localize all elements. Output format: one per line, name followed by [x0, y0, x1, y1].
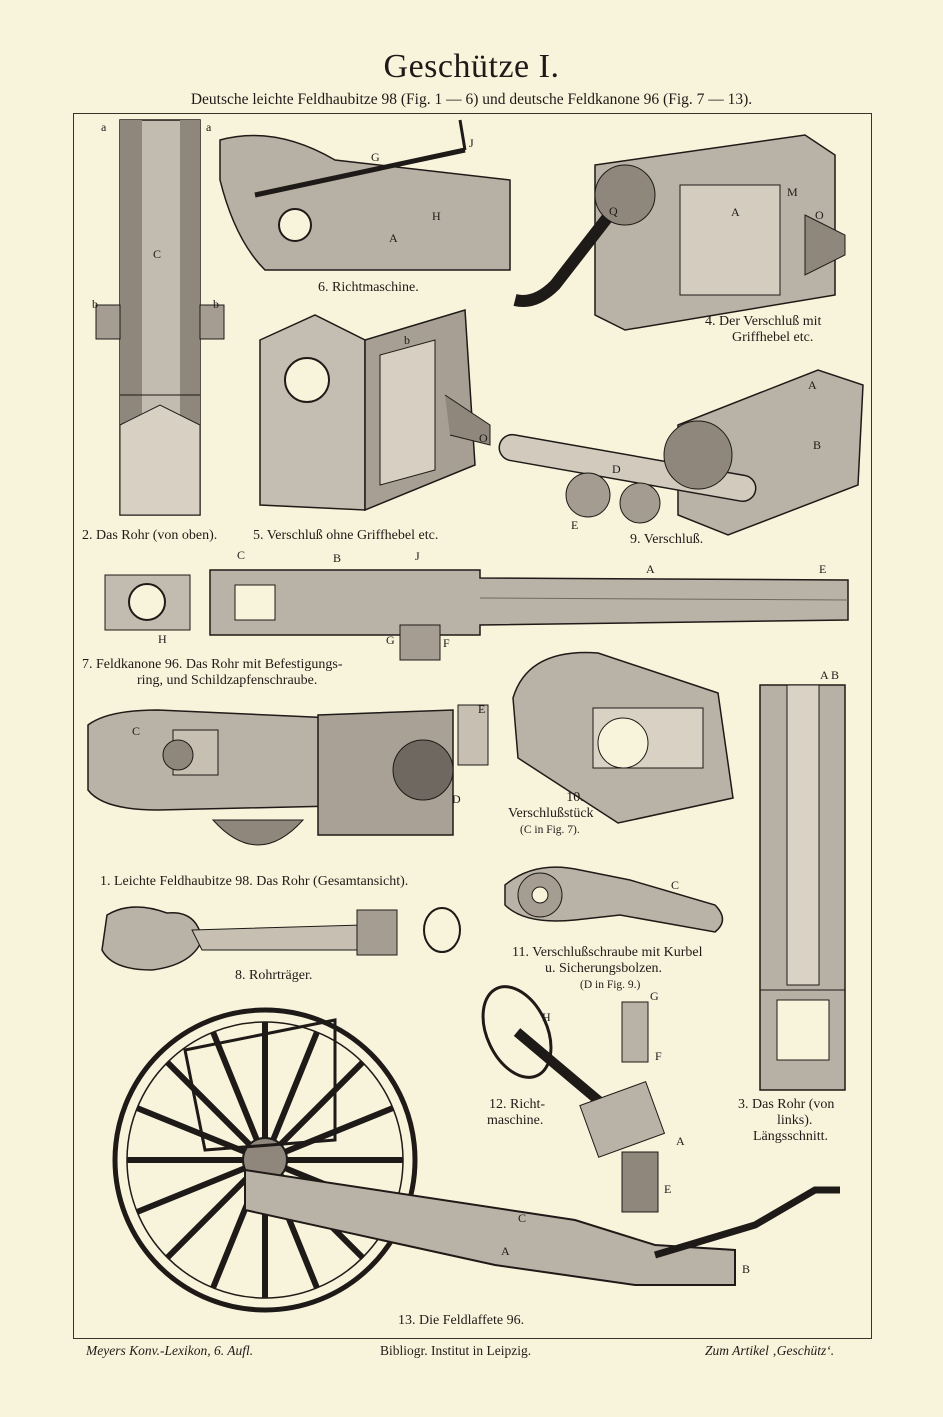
- figure-11-caption-line2: u. Sicherungsbolzen.: [545, 961, 663, 976]
- figure-2-barrel-top-view: [90, 115, 235, 525]
- part-label: b: [92, 297, 98, 311]
- footer-publication: Meyers Konv.-Lexikon, 6. Aufl.: [86, 1343, 254, 1358]
- field-carriage-illustration: [112, 1007, 840, 1313]
- figure-8-barrel-carrier: [92, 895, 472, 980]
- part-label: A: [731, 205, 740, 219]
- part-label: E: [819, 562, 827, 576]
- part-label: B: [333, 551, 342, 565]
- elevating-gear-illustration: [219, 119, 511, 271]
- figure-12-caption-line2: maschine.: [487, 1113, 544, 1128]
- part-label: F: [655, 1049, 662, 1063]
- part-label: D: [452, 792, 461, 806]
- part-label: O: [479, 431, 488, 445]
- part-label: C: [518, 1211, 527, 1225]
- part-label: M: [787, 185, 798, 199]
- breech-illustration: [498, 369, 864, 536]
- figure-3-caption-line3: Längsschnitt.: [753, 1129, 829, 1144]
- figure-11-caption-line3: (D in Fig. 9.): [580, 979, 641, 991]
- part-label: b: [404, 333, 410, 347]
- figure-10-caption-line2: Verschlußstück: [508, 806, 594, 821]
- part-label: C: [153, 247, 162, 261]
- part-label: J: [469, 136, 474, 150]
- part-label: J: [415, 549, 420, 563]
- figure-4-caption-line1: 4. Der Verschluß mit: [705, 314, 822, 329]
- gun-barrel-illustration: [104, 569, 849, 661]
- part-label: H: [432, 209, 441, 223]
- figure-1-howitzer-barrel: [78, 695, 508, 870]
- part-label: B: [831, 668, 840, 682]
- figure-7-caption-line1: 7. Feldkanone 96. Das Rohr mit Befestigu…: [82, 657, 343, 672]
- part-label: a: [206, 120, 212, 134]
- part-label: A: [501, 1244, 510, 1258]
- breech-without-lever-illustration: [259, 309, 491, 512]
- part-label: b: [213, 297, 219, 311]
- figure-6-caption: 6. Richtmaschine.: [318, 280, 419, 295]
- part-label: G: [371, 150, 380, 164]
- plate-subtitle: Deutsche leichte Feldhaubitze 98 (Fig. 1…: [190, 91, 753, 108]
- part-label: E: [571, 518, 579, 532]
- part-label: E: [478, 702, 486, 716]
- figure-9-breech: [498, 365, 864, 536]
- part-label: O: [815, 208, 824, 222]
- figure-1-caption: 1. Leichte Feldhaubitze 98. Das Rohr (Ge…: [100, 874, 409, 889]
- part-label: B: [813, 438, 822, 452]
- part-label: a: [101, 120, 107, 134]
- part-label: A: [676, 1134, 685, 1148]
- figure-13-caption: 13. Die Feldlaffete 96.: [398, 1313, 525, 1328]
- figure-10-caption-line1: 10.: [566, 790, 584, 805]
- figure-13-field-carriage: [95, 1000, 865, 1315]
- part-label: Q: [609, 204, 618, 218]
- figure-11-breech-screw: [495, 850, 735, 940]
- figure-7-caption-line2: ring, und Schildzapfenschraube.: [137, 673, 318, 688]
- barrel-top-view-illustration: [95, 119, 225, 516]
- figure-4-breech-with-lever: [505, 125, 860, 331]
- elevating-gear-illustration-12: [481, 985, 666, 1213]
- part-label: G: [650, 989, 659, 1003]
- part-label: A: [820, 668, 829, 682]
- part-label: A: [389, 231, 398, 245]
- figure-12-elevating-gear: [462, 962, 712, 1222]
- footer-article-reference: Zum Artikel ‚Geschütz‘.: [705, 1343, 835, 1358]
- part-label: H: [158, 632, 167, 646]
- figure-3-caption-line2: links).: [777, 1113, 813, 1128]
- part-label: C: [132, 724, 141, 738]
- figure-10-caption-line3: (C in Fig. 7).: [520, 824, 580, 836]
- part-label: A: [646, 562, 655, 576]
- part-label: H: [542, 1010, 551, 1024]
- breech-screw-illustration: [504, 866, 724, 933]
- figure-7-gun-barrel: [100, 550, 850, 670]
- figure-11-caption-line1: 11. Verschlußschraube mit Kurbel: [512, 945, 703, 960]
- part-label: D: [612, 462, 621, 476]
- figure-5-breech-without-lever: [245, 295, 495, 520]
- plate-title: Geschütze I.: [383, 48, 560, 85]
- part-label: A: [808, 378, 817, 392]
- part-label: C: [237, 548, 246, 562]
- breech-with-lever-illustration: [513, 134, 846, 331]
- part-label: E: [664, 1182, 672, 1196]
- figure-8-caption: 8. Rohrträger.: [235, 968, 313, 983]
- figure-4-caption-line2: Griffhebel etc.: [732, 330, 814, 345]
- figure-5-caption: 5. Verschluß ohne Griffhebel etc.: [253, 528, 439, 543]
- figure-6-elevating-gear: [215, 119, 515, 280]
- part-label: G: [386, 633, 395, 647]
- figure-9-caption: 9. Verschluß.: [630, 532, 704, 547]
- part-label: F: [443, 636, 450, 650]
- figure-10-breech-block: [508, 648, 743, 828]
- barrel-section-illustration: [759, 684, 846, 1091]
- breech-block-illustration: [512, 651, 734, 824]
- figure-3-caption-line1: 3. Das Rohr (von: [738, 1097, 835, 1112]
- figure-2-caption: 2. Das Rohr (von oben).: [82, 528, 218, 543]
- part-label: B: [742, 1262, 751, 1276]
- figure-12-caption-line1: 12. Richt-: [489, 1097, 545, 1112]
- barrel-carrier-illustration: [101, 906, 461, 971]
- howitzer-barrel-illustration: [87, 704, 489, 846]
- footer-publisher: Bibliogr. Institut in Leipzig.: [380, 1343, 532, 1358]
- plate-frame: [73, 113, 872, 1339]
- part-label: C: [671, 878, 680, 892]
- figure-3-barrel-section: [755, 680, 855, 1091]
